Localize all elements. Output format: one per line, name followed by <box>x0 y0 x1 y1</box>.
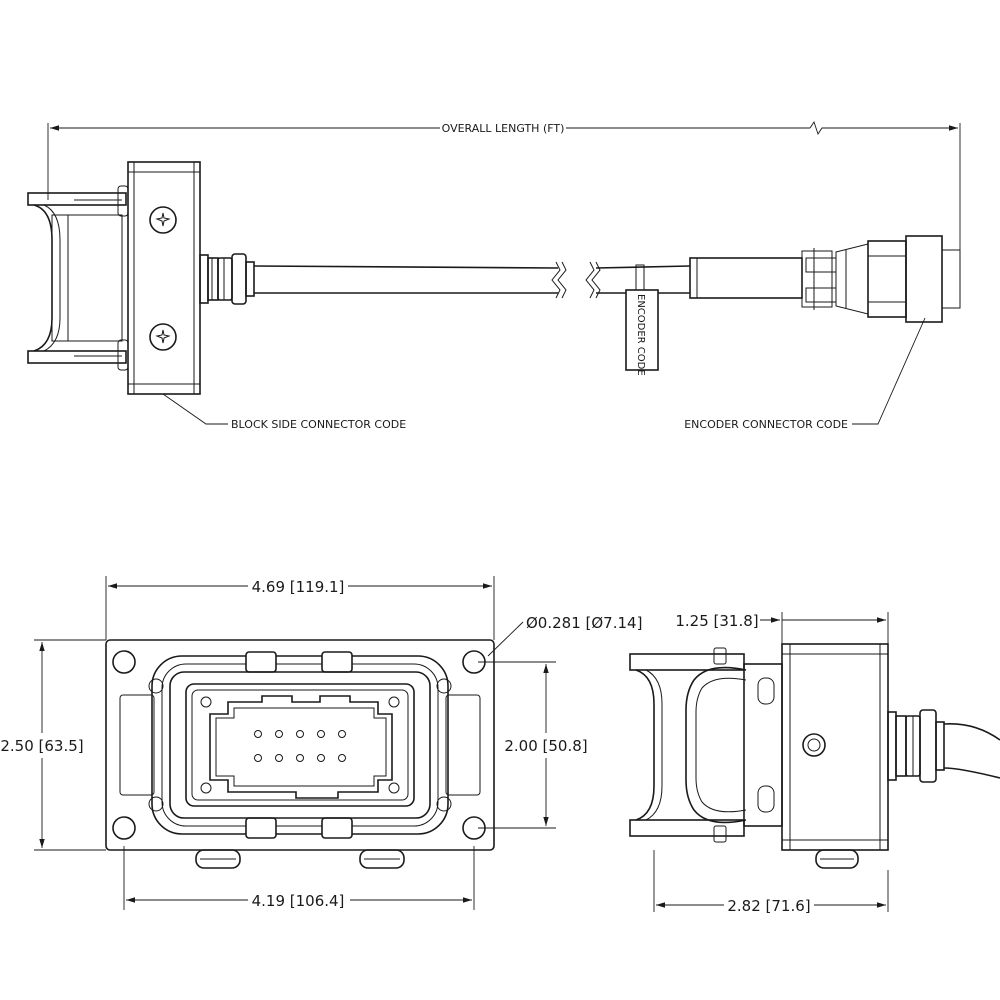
mounting-hole <box>462 650 486 674</box>
phillips-screw-icon <box>149 206 177 234</box>
encoder-code-tag-label: ENCODER CODE <box>635 294 646 376</box>
connector-front-view <box>34 576 556 910</box>
block-side-leader <box>162 393 228 425</box>
hole-spacing-vertical-label: 2.00 [50.8] <box>504 737 587 755</box>
encoder-connector <box>689 235 961 323</box>
hole-spacing-vertical-dimension <box>478 661 556 829</box>
cable <box>253 261 691 299</box>
overall-length-dimension <box>47 120 961 252</box>
hole-diameter-label: Ø0.281 [Ø7.14] <box>526 614 642 632</box>
cable-assembly-top-view: OVERALL LENGTH (FT) <box>27 120 961 425</box>
side-length-dimension <box>653 850 889 912</box>
mounting-hole <box>112 816 136 840</box>
overall-length-label: OVERALL LENGTH (FT) <box>442 122 565 135</box>
front-height-label: 2.50 [63.5] <box>0 737 83 755</box>
block-side-connector-code-label: BLOCK SIDE CONNECTOR CODE <box>231 418 406 431</box>
hole-spacing-horizontal-dimension <box>123 846 475 910</box>
front-height-dimension <box>34 639 106 851</box>
side-depth-label: 1.25 [31.8] <box>675 612 758 630</box>
block-side-connector <box>27 161 255 395</box>
front-width-dimension <box>105 576 495 640</box>
hole-spacing-horizontal-label: 4.19 [106.4] <box>252 892 345 910</box>
encoder-connector-code-label: ENCODER CONNECTOR CODE <box>684 418 848 431</box>
encoder-connector-leader <box>852 317 926 425</box>
phillips-screw-icon <box>149 323 177 351</box>
encoder-code-tag: ENCODER CODE <box>625 289 659 376</box>
side-length-label: 2.82 [71.6] <box>727 897 810 915</box>
connector-side-view <box>629 612 1000 912</box>
side-depth-dimension <box>760 612 889 648</box>
mounting-hole <box>462 816 486 840</box>
mounting-hole <box>112 650 136 674</box>
front-width-label: 4.69 [119.1] <box>252 578 345 596</box>
contact-pins <box>254 730 346 762</box>
